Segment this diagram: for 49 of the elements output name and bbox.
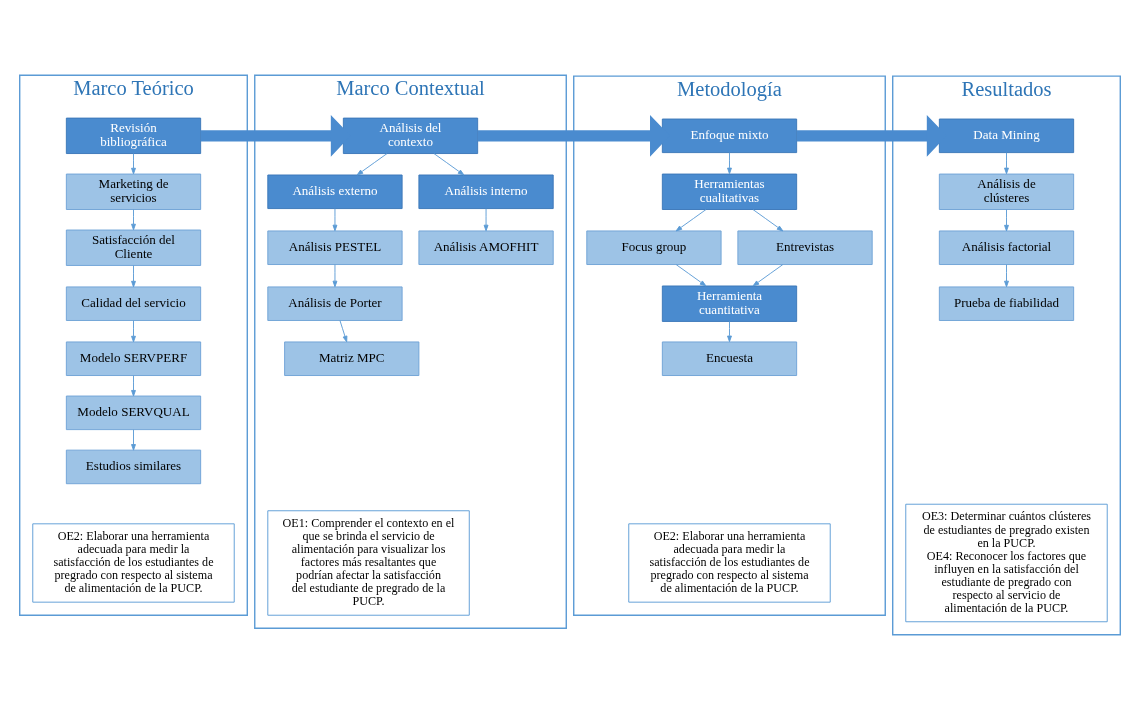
node-box: Herramientas cualitativas <box>661 173 798 210</box>
node-box: Análisis del contexto <box>342 117 479 154</box>
node-box: Enfoque mixto <box>661 118 798 153</box>
node-box: OE3: Determinar cuántos clústeres de estudiantes de pregrado existen en la PUCP. OE4: Reconocer los factores que influyen en la satisfacción del estudiante de pregrado con respecto al servicio de alimentación de la PUCP. <box>905 503 1108 622</box>
arrow <box>727 151 732 174</box>
arrow <box>131 152 136 174</box>
node-box: Análisis de Porter <box>267 285 403 321</box>
node-box: Matriz MPC <box>284 340 420 376</box>
node-box: Focus group <box>586 230 722 265</box>
arrow <box>131 264 136 287</box>
arrow <box>339 319 348 342</box>
node-box: Modelo SERVPERF <box>65 340 202 376</box>
node-box: Análisis de clústeres <box>938 173 1075 210</box>
arrow <box>483 207 489 231</box>
node-box: OE2: Elaborar una herramienta adecuada para medir la satisfacción de los estudiantes de pregrado con respecto al sistema de alimentación de la PUCP. <box>628 522 831 603</box>
node-box: OE2: Elaborar una herramienta adecuada para medir la satisfacción de los estudiantes de pregrado con respecto al sistema de alimentación de la PUCP. <box>32 522 235 603</box>
node-box: OE1: Comprender el contexto en el que se brinda el servicio de alimentación para visualizar los factores más resaltantes que podrían afectar la satisfacción del estudiante de pregrado de la PUCP. <box>267 509 470 616</box>
node-box: Marketing de servicios <box>65 173 202 210</box>
node-box: Análisis interno <box>418 174 554 209</box>
arrow <box>332 207 338 231</box>
arrow <box>131 428 136 451</box>
node-box: Encuesta <box>661 340 798 376</box>
arrow <box>356 152 388 175</box>
node-box: Herramienta cuantitativa <box>661 285 798 322</box>
node-box: Modelo SERVQUAL <box>65 395 202 430</box>
node-box: Calidad del servicio <box>65 285 202 321</box>
arrow <box>752 263 784 286</box>
node-box: Análisis factorial <box>938 230 1075 265</box>
node-box: Prueba de fiabilidad <box>938 285 1075 321</box>
node-box: Entrevistas <box>737 230 873 265</box>
arrow <box>675 263 707 286</box>
arrow <box>131 208 136 230</box>
node-box: Estudios similares <box>65 449 202 484</box>
node-box: Análisis AMOFHIT <box>418 230 554 265</box>
node-box: Análisis PESTEL <box>267 230 403 265</box>
arrow <box>131 319 136 342</box>
node-box: Satisfacción del Cliente <box>65 229 202 266</box>
arrow <box>727 320 732 342</box>
node-box: Análisis externo <box>267 174 403 209</box>
arrow <box>1004 151 1009 174</box>
arrow <box>433 152 465 175</box>
arrow <box>675 208 707 231</box>
arrow <box>131 374 136 396</box>
arrow <box>1004 208 1009 231</box>
arrow <box>752 208 784 231</box>
arrow <box>1004 263 1009 287</box>
node-box: Revisión bibliográfica <box>65 117 202 154</box>
arrow <box>332 263 338 287</box>
node-box: Data Mining <box>938 118 1075 153</box>
